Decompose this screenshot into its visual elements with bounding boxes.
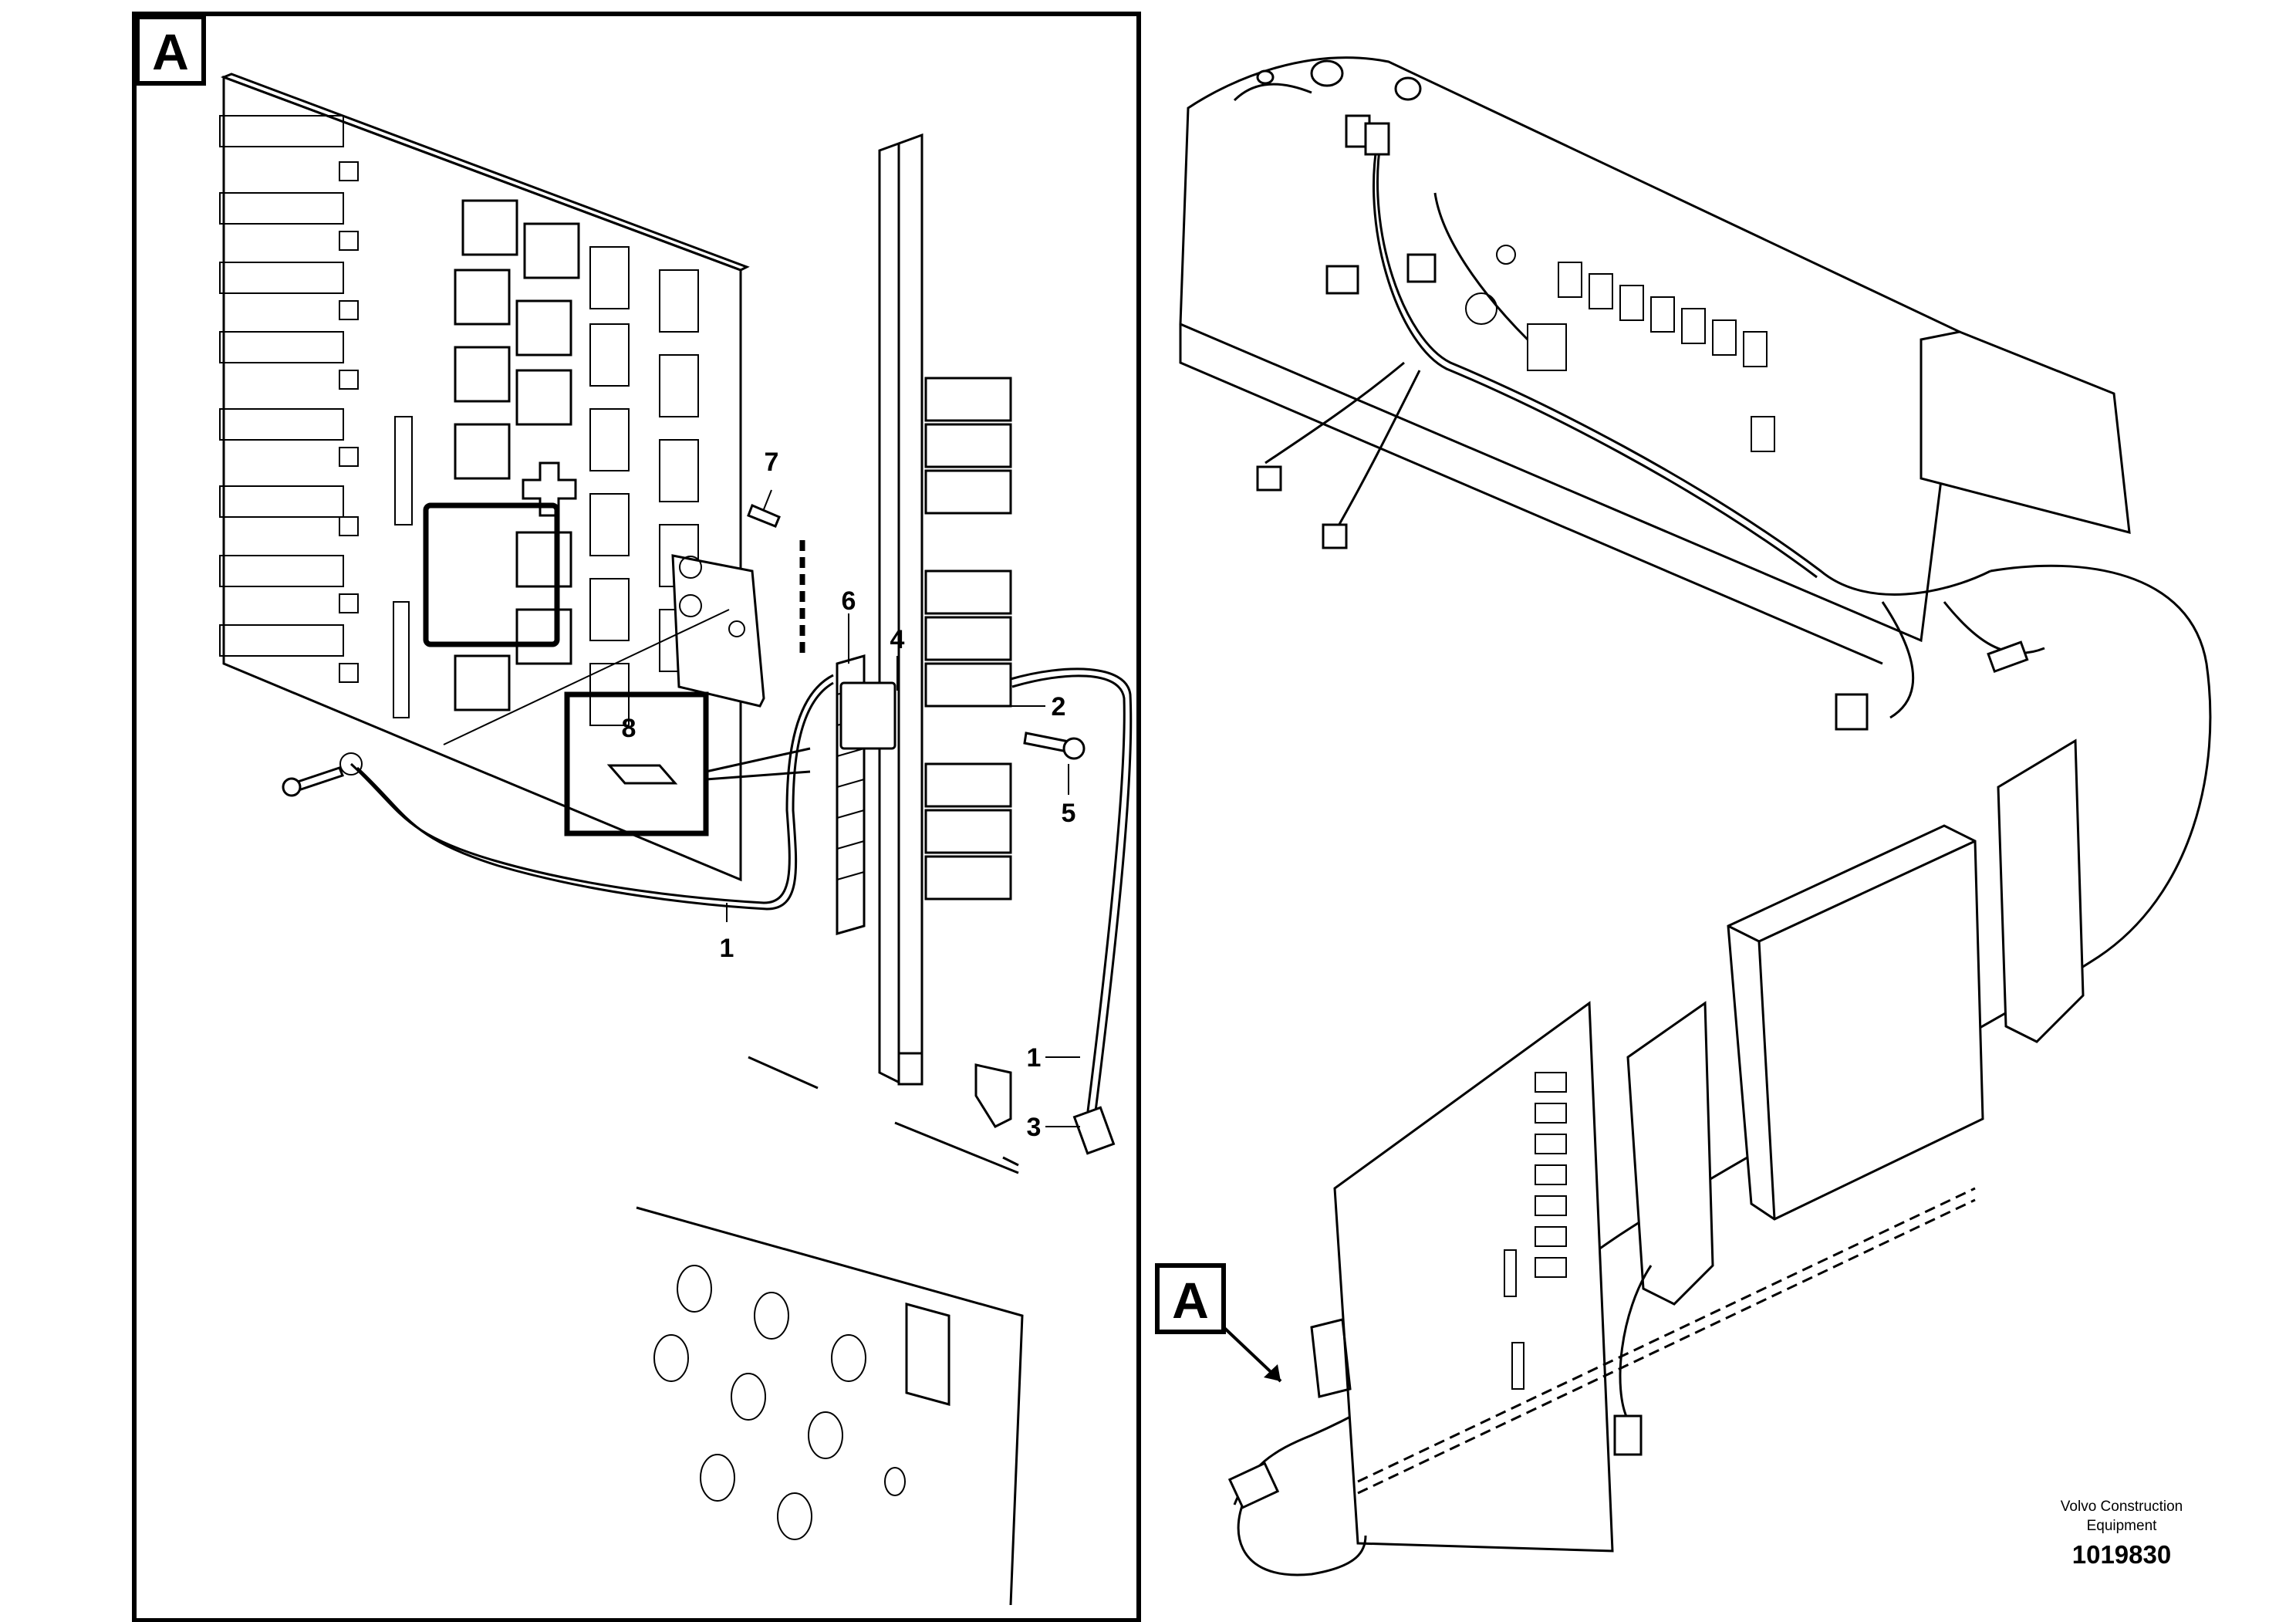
main-circuit-board (1310, 1001, 1614, 1553)
hidden-harness (1357, 1187, 1976, 1495)
relay-bracket (423, 502, 560, 647)
callout-1-right: 1 (1027, 1043, 1042, 1073)
callout-5: 5 (1062, 799, 1076, 828)
connector-blocks (924, 377, 1012, 901)
main-view-label-box (1155, 1263, 1226, 1334)
leader-lines-detail (443, 489, 1080, 1127)
callout-7: 7 (765, 448, 779, 477)
small-bracket (974, 1063, 1012, 1128)
relay-module (839, 681, 896, 750)
credit-text: Volvo Construction Equipment (2037, 1497, 2207, 1536)
ground-screw (282, 752, 363, 797)
floor-lines (748, 1056, 1019, 1174)
screw-5 (1023, 732, 1086, 760)
detail-view-label-box (135, 15, 206, 86)
middle-bracket (1626, 1001, 1714, 1306)
dashboard-panel (1179, 56, 1961, 665)
dashboard-connectors (1256, 114, 2029, 731)
din-rail (878, 133, 923, 1086)
lower-connector-left (1227, 1461, 1280, 1509)
callout-6: 6 (842, 586, 856, 616)
mounting-plate (671, 554, 765, 708)
side-panel (1920, 330, 2131, 534)
switch-panel (636, 1206, 1024, 1606)
detail-view-frame (132, 12, 1141, 1622)
relay-board (219, 73, 750, 882)
callout-2: 2 (1052, 692, 1066, 721)
main-view-arrowhead (1264, 1364, 1281, 1381)
inset-box-8 (564, 691, 811, 836)
lower-connector-right (1613, 1414, 1643, 1456)
credit-line-1: Volvo Construction (2060, 1499, 2183, 1515)
callout-1-left: 1 (720, 934, 734, 963)
cable-harness-detail (349, 667, 1133, 1112)
callout-8: 8 (622, 714, 636, 743)
right-bracket (1997, 738, 2085, 1043)
callout-4: 4 (890, 625, 905, 654)
detail-view-label: A (152, 23, 189, 80)
main-view-label: A (1172, 1272, 1209, 1329)
lower-harness (1237, 1265, 1653, 1576)
control-unit (1727, 824, 1984, 1221)
callout-3: 3 (1027, 1113, 1042, 1142)
part-number: 1019830 (2071, 1540, 2172, 1569)
credit-line-2: Equipment (2086, 1518, 2157, 1534)
screw-7 (747, 504, 805, 656)
connector-3 (1072, 1106, 1116, 1155)
